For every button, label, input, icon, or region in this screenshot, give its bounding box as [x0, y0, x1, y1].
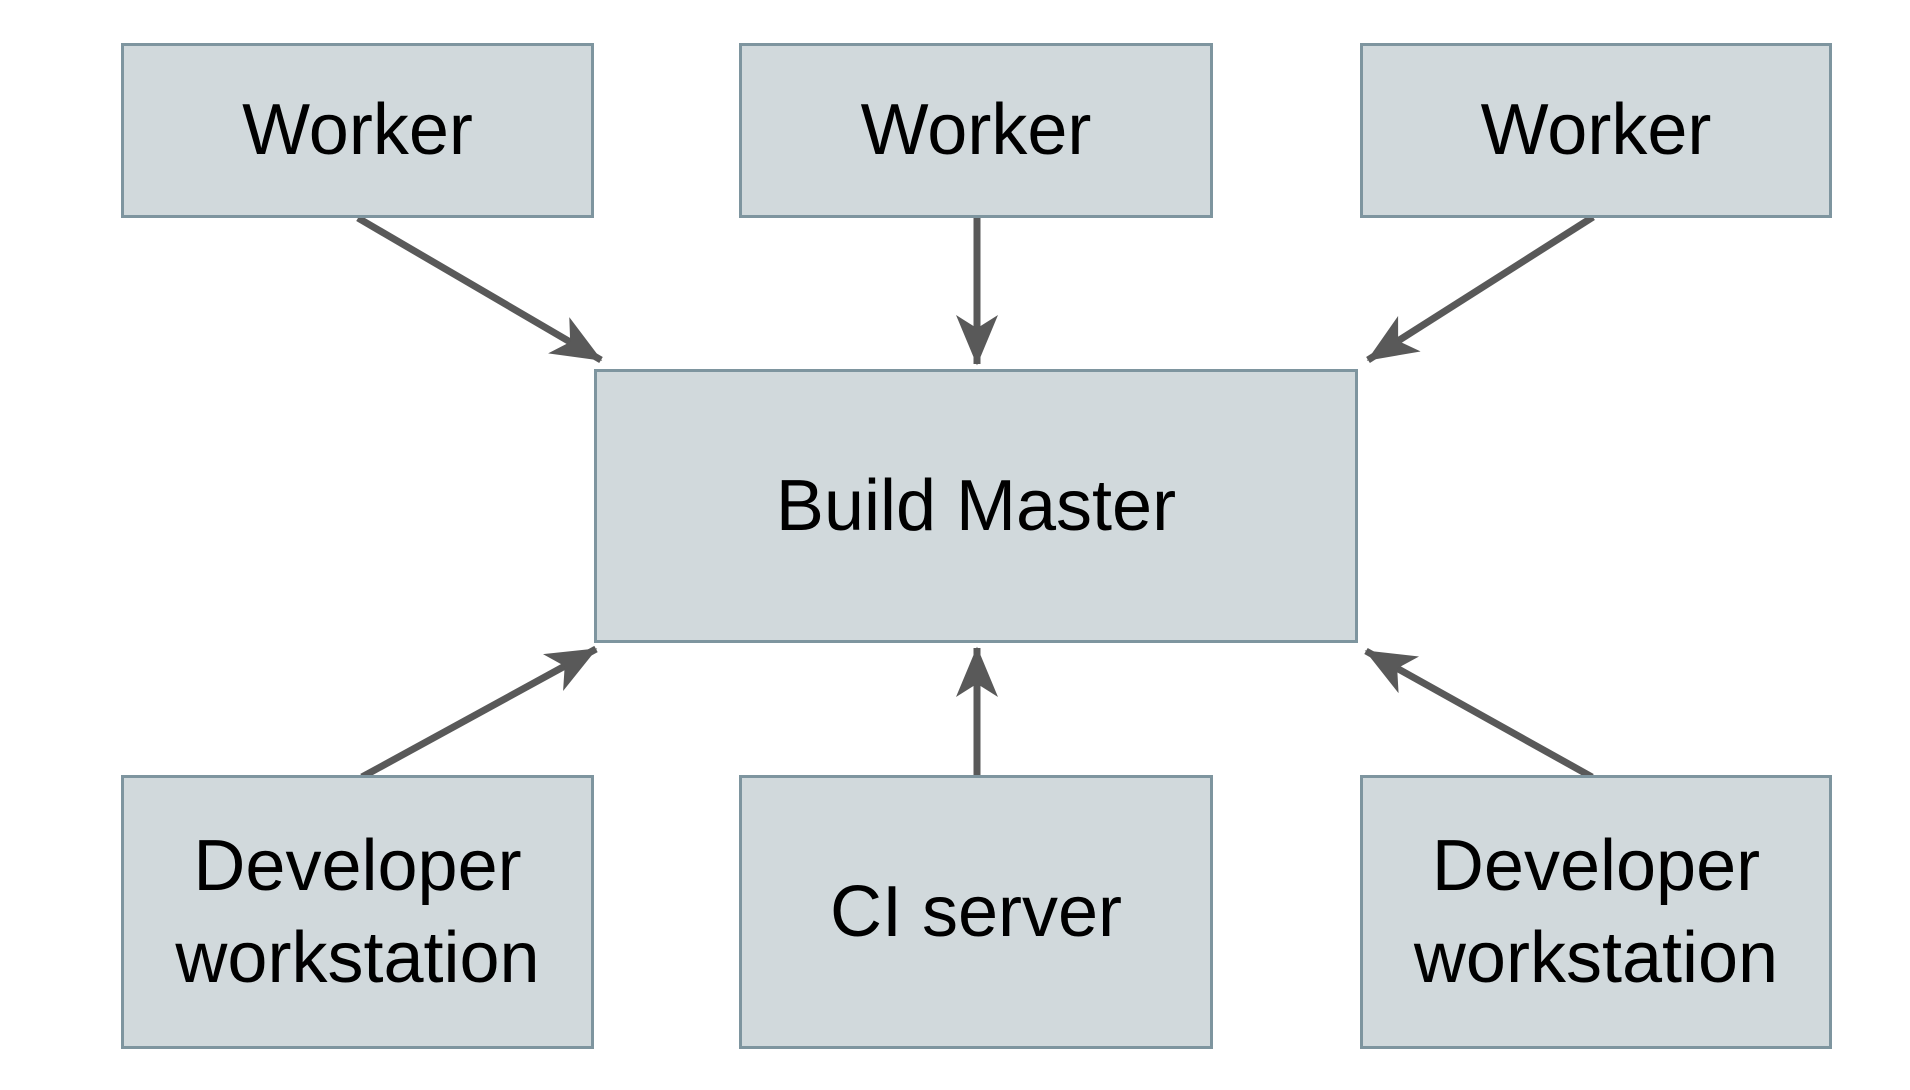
node-label-ci-server: CI server — [829, 871, 1123, 952]
node-worker-2: Worker — [739, 43, 1213, 218]
node-label-developer-workstation-2: Developer workstation — [1413, 825, 1779, 998]
node-label-developer-workstation-1: Developer workstation — [175, 825, 540, 998]
arrow-developer-workstation-2-to-build-master — [1364, 647, 1594, 781]
node-label-worker-1: Worker — [242, 90, 473, 171]
node-label-worker-3: Worker — [1480, 90, 1712, 171]
node-worker-3: Worker — [1360, 43, 1832, 218]
arrow-developer-workstation-1-to-build-master — [360, 645, 598, 781]
arrow-worker-1-to-build-master — [356, 214, 603, 364]
arrow-worker-3-to-build-master — [1366, 214, 1595, 363]
node-worker-1: Worker — [121, 43, 594, 218]
node-developer-workstation-2: Developer workstation — [1360, 775, 1832, 1049]
node-label-build-master: Build Master — [775, 465, 1177, 546]
node-build-master: Build Master — [594, 369, 1358, 643]
node-ci-server: CI server — [739, 775, 1213, 1049]
node-label-worker-2: Worker — [860, 90, 1092, 171]
node-developer-workstation-1: Developer workstation — [121, 775, 594, 1049]
